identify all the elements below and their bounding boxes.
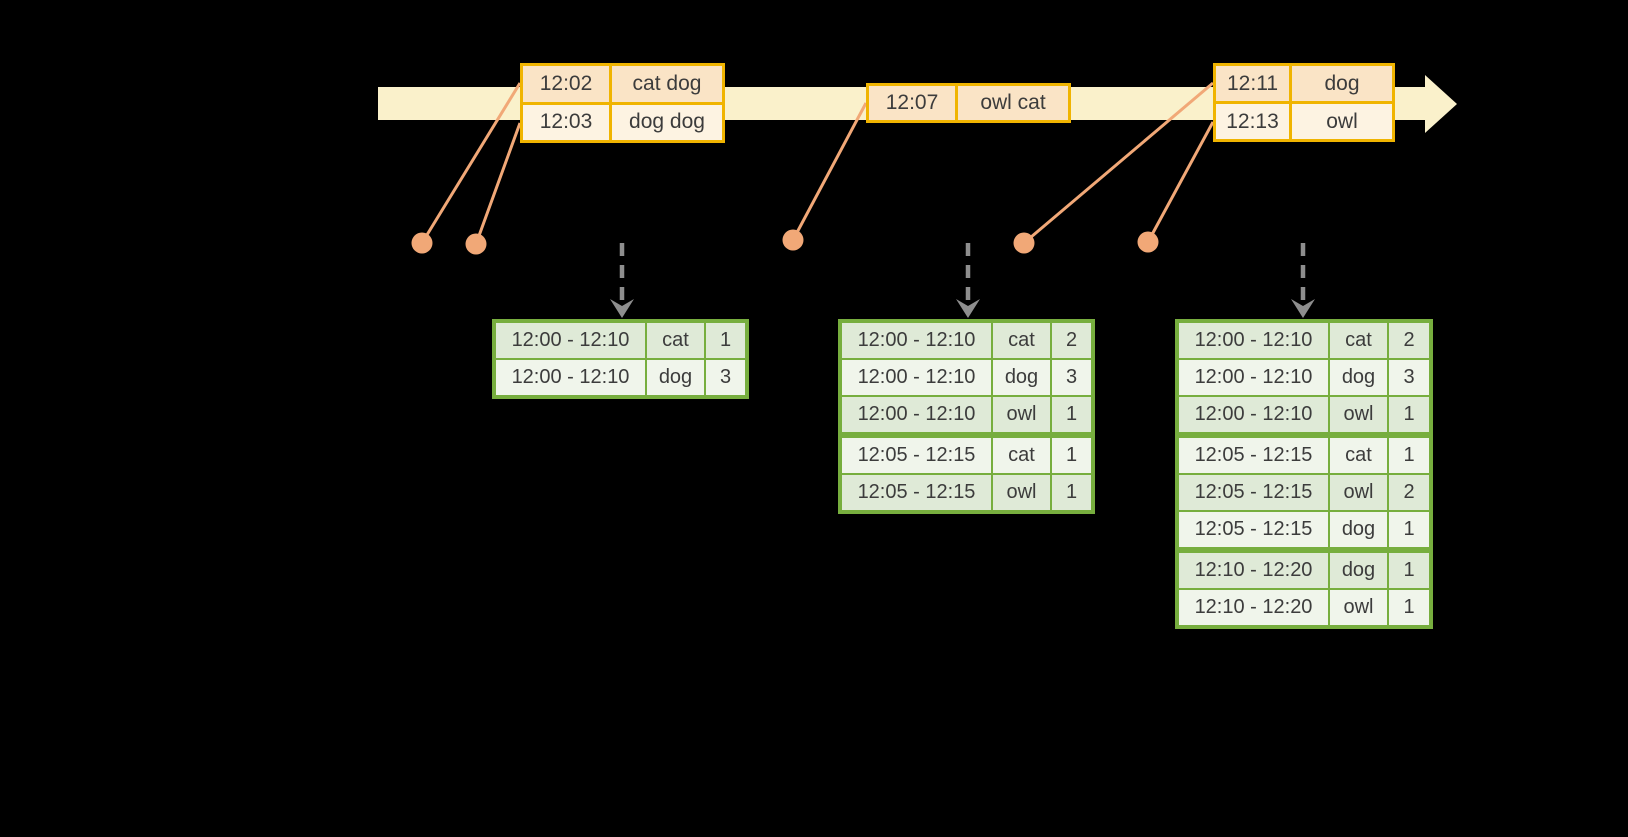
connector-line — [1023, 81, 1214, 245]
word-cell: owl — [1330, 590, 1387, 625]
count-cell: 3 — [1389, 360, 1429, 395]
word-cell: cat — [1330, 323, 1387, 358]
time-cell: 12:13 — [1216, 104, 1289, 139]
word-cell: cat — [647, 323, 704, 358]
words-cell: dog dog — [612, 104, 722, 140]
words-cell: dog — [1292, 66, 1392, 101]
word-cell: dog — [993, 360, 1050, 395]
time-cell: 12:07 — [869, 86, 955, 120]
word-cell: owl — [1330, 397, 1387, 432]
word-cell: dog — [1330, 553, 1387, 588]
word-cell: cat — [1330, 438, 1387, 473]
time-cell: 12:11 — [1216, 66, 1289, 101]
window-cell: 12:00 - 12:10 — [842, 397, 991, 432]
word-cell: dog — [1330, 512, 1387, 547]
word-cell: dog — [647, 360, 704, 395]
word-cell: cat — [993, 323, 1050, 358]
count-cell: 2 — [1389, 475, 1429, 510]
count-cell: 1 — [1389, 397, 1429, 432]
count-cell: 2 — [1052, 323, 1091, 358]
window-cell: 12:05 - 12:15 — [1179, 512, 1328, 547]
connector-line — [474, 122, 522, 245]
count-cell: 1 — [1052, 397, 1091, 432]
trigger-arrowhead-icon — [1291, 299, 1315, 318]
word-cell: owl — [993, 397, 1050, 432]
word-cell: cat — [993, 438, 1050, 473]
count-cell: 1 — [706, 323, 745, 358]
words-cell: owl cat — [958, 86, 1068, 120]
window-cell: 12:00 - 12:10 — [842, 360, 991, 395]
trigger-arrowhead-icon — [956, 299, 980, 318]
event-dot-icon — [1013, 232, 1035, 254]
time-cell: 12:02 — [523, 66, 609, 102]
event-dot-icon — [782, 229, 804, 251]
connector-line — [420, 82, 522, 244]
window-cell: 12:00 - 12:10 — [496, 323, 645, 358]
window-cell: 12:10 - 12:20 — [1179, 553, 1328, 588]
window-cell: 12:00 - 12:10 — [842, 323, 991, 358]
window-cell: 12:00 - 12:10 — [1179, 397, 1328, 432]
window-cell: 12:00 - 12:10 — [1179, 360, 1328, 395]
word-cell: owl — [1330, 475, 1387, 510]
window-cell: 12:05 - 12:15 — [842, 475, 991, 510]
connector-line — [791, 102, 868, 241]
count-cell: 3 — [706, 360, 745, 395]
window-cell: 12:05 - 12:15 — [1179, 475, 1328, 510]
timeline-arrowhead-icon — [1425, 75, 1457, 133]
time-cell: 12:03 — [523, 104, 609, 140]
words-cell: cat dog — [612, 66, 722, 102]
event-dot-icon — [1137, 231, 1159, 253]
connector-line — [1146, 121, 1215, 243]
words-cell: owl — [1292, 104, 1392, 139]
word-cell: owl — [993, 475, 1050, 510]
word-cell: dog — [1330, 360, 1387, 395]
count-cell: 3 — [1052, 360, 1091, 395]
window-cell: 12:05 - 12:15 — [1179, 438, 1328, 473]
count-cell: 1 — [1389, 553, 1429, 588]
window-cell: 12:00 - 12:10 — [1179, 323, 1328, 358]
event-dot-icon — [465, 233, 487, 255]
count-cell: 1 — [1052, 475, 1091, 510]
trigger-arrowhead-icon — [610, 299, 634, 318]
window-cell: 12:05 - 12:15 — [842, 438, 991, 473]
event-dot-icon — [411, 232, 433, 254]
window-cell: 12:10 - 12:20 — [1179, 590, 1328, 625]
count-cell: 1 — [1389, 590, 1429, 625]
window-cell: 12:00 - 12:10 — [496, 360, 645, 395]
count-cell: 1 — [1052, 438, 1091, 473]
count-cell: 1 — [1389, 438, 1429, 473]
count-cell: 1 — [1389, 512, 1429, 547]
count-cell: 2 — [1389, 323, 1429, 358]
